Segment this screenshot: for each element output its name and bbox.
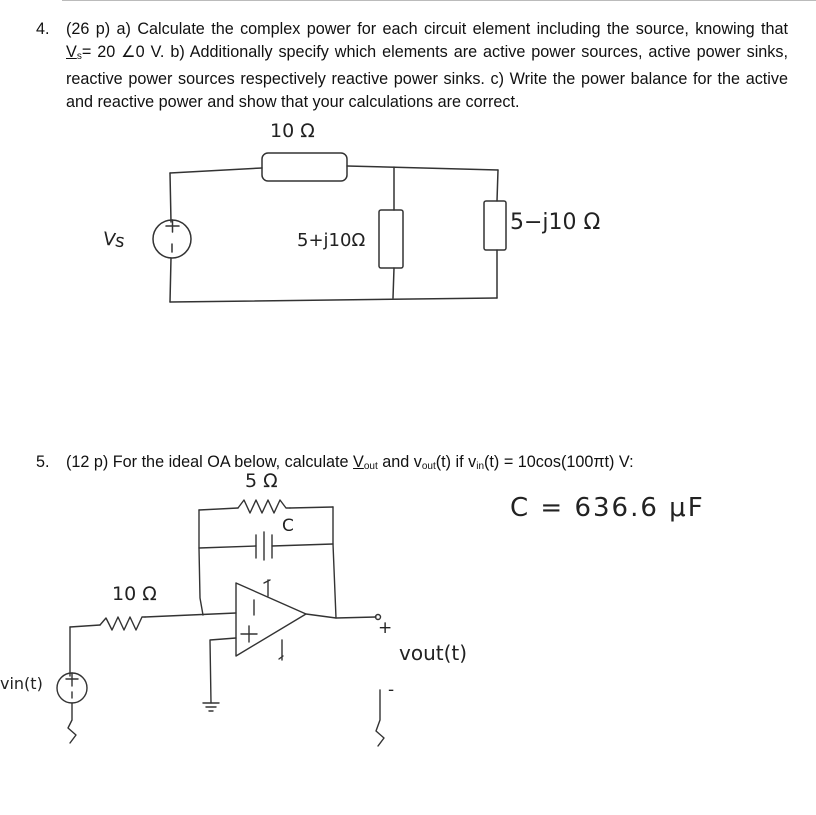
op-amp: [235, 582, 307, 657]
wire-fb-right: [332, 506, 337, 619]
wire-left: [169, 172, 172, 303]
label-r-fb: 5 Ω: [245, 470, 278, 492]
page-top-rule: [62, 0, 816, 1]
problem-4-number: 4.: [36, 20, 50, 38]
wire-mid: [392, 166, 395, 299]
wire-feedback-top: [198, 506, 334, 511]
opamp-supply-bottom: [278, 639, 284, 661]
wire-top: [169, 165, 499, 174]
capacitor-c: [255, 531, 273, 561]
ground-noninverting: [202, 702, 220, 712]
wire-right: [496, 169, 499, 299]
label-vout: vout(t): [399, 641, 468, 665]
resistor-10-ohm-in: [99, 616, 146, 631]
wire-source-ground: [67, 702, 77, 744]
wire-feedback-cap: [198, 543, 334, 549]
wire-inverting: [144, 612, 237, 618]
vs-symbol: Vs: [66, 43, 82, 62]
label-plus: +: [378, 618, 393, 638]
resistor-5-ohm: [237, 499, 291, 514]
problem-4-text: (26 p) a) Calculate the complex power fo…: [66, 20, 788, 111]
output-terminal-top: [374, 613, 382, 621]
label-minus: -: [388, 680, 395, 700]
label-z1: 5+j10Ω: [297, 230, 366, 251]
label-cap: C: [282, 516, 294, 536]
label-r-top: 10 Ω: [270, 120, 315, 142]
opamp-supply-top: [263, 579, 271, 597]
impedance-5-minus-j10: [483, 200, 507, 251]
label-cap-value: C = 636.6 μF: [510, 493, 705, 523]
resistor-10-ohm: [261, 152, 348, 182]
impedance-5-plus-j10: [378, 209, 404, 269]
vout-symbol: Vout: [353, 453, 378, 472]
label-z2: 5−j10 Ω: [510, 210, 601, 235]
wire-input-left: [69, 624, 101, 628]
wire-output: [305, 613, 377, 619]
problem-5-text: (12 p) For the ideal OA below, calculate…: [66, 453, 634, 472]
output-terminal-bottom: [375, 689, 385, 747]
wire-noninverting: [209, 637, 237, 704]
label-r-in: 10 Ω: [112, 583, 157, 605]
wire-fb-left: [198, 509, 204, 616]
label-vin: vin(t): [0, 674, 43, 693]
wire-bottom: [169, 297, 498, 303]
problem-5-number: 5.: [36, 453, 50, 471]
